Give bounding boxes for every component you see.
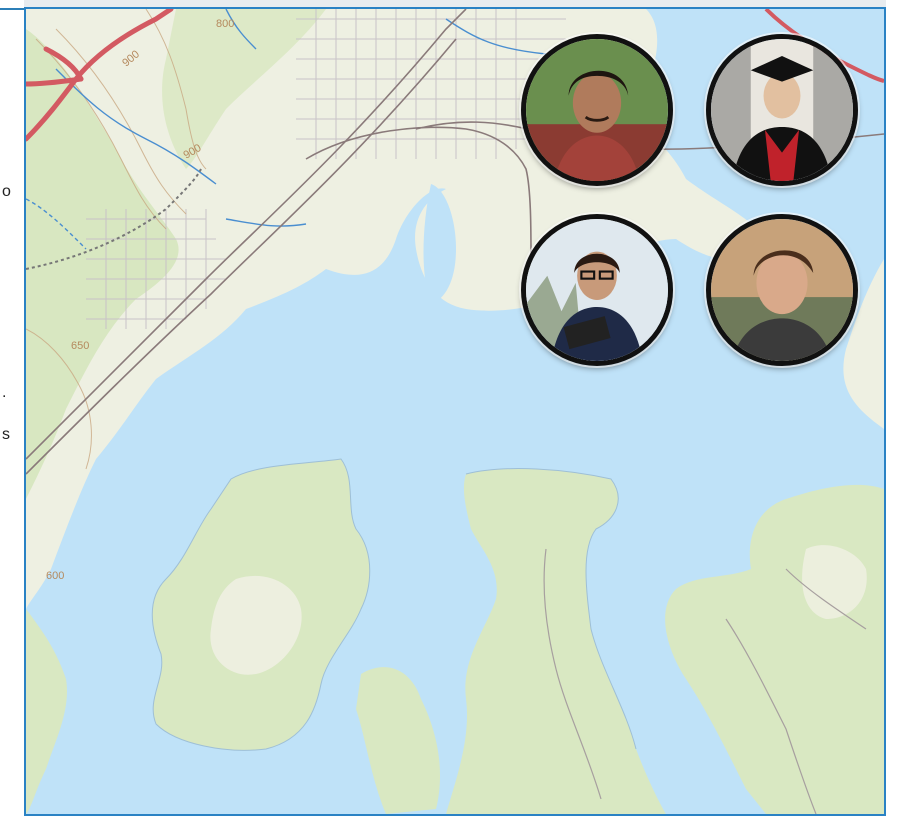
topographic-map[interactable]: 900 900 650 600 800: [24, 7, 886, 816]
text-fragment: .: [2, 384, 7, 401]
contour-lines: [26, 9, 207, 470]
portrait-image: [526, 219, 668, 361]
dashed-boundary: [26, 198, 87, 250]
forest-northwest: [26, 29, 179, 499]
minor-roads: [543, 548, 867, 814]
island-small-south: [356, 667, 441, 814]
dashed-trail: [26, 168, 202, 270]
island-central-south: [446, 468, 666, 814]
left-divider-line: [0, 8, 24, 10]
portrait-person-2: [706, 34, 858, 186]
mainland-southeast: [665, 484, 884, 814]
town-grid: [296, 9, 566, 159]
major-roads: [26, 9, 174, 142]
portrait-image: [711, 39, 853, 181]
contour-label: 650: [71, 340, 89, 352]
right-edge: [886, 0, 902, 818]
coastlines: [151, 458, 637, 751]
southwest-coast: [26, 609, 67, 814]
left-text-column: o . s: [0, 0, 24, 818]
portrait-image: [526, 39, 668, 181]
portrait-person-4: [706, 214, 858, 366]
portrait-image: [711, 219, 853, 361]
top-edge: [24, 0, 902, 7]
contour-label: 800: [216, 18, 234, 30]
portrait-person-3: [521, 214, 673, 366]
contour-label: 600: [46, 570, 64, 582]
southeast-clearing: [802, 545, 867, 619]
east-landform: [843, 259, 884, 429]
text-fragment: o: [2, 183, 11, 200]
island-west-clearing: [210, 575, 302, 675]
forest-north: [162, 9, 326, 169]
text-fragment: s: [2, 426, 10, 443]
town-grid-west: [86, 209, 226, 329]
bottom-edge: [24, 816, 902, 818]
north-inlet: [423, 184, 456, 304]
portrait-person-1: [521, 34, 673, 186]
